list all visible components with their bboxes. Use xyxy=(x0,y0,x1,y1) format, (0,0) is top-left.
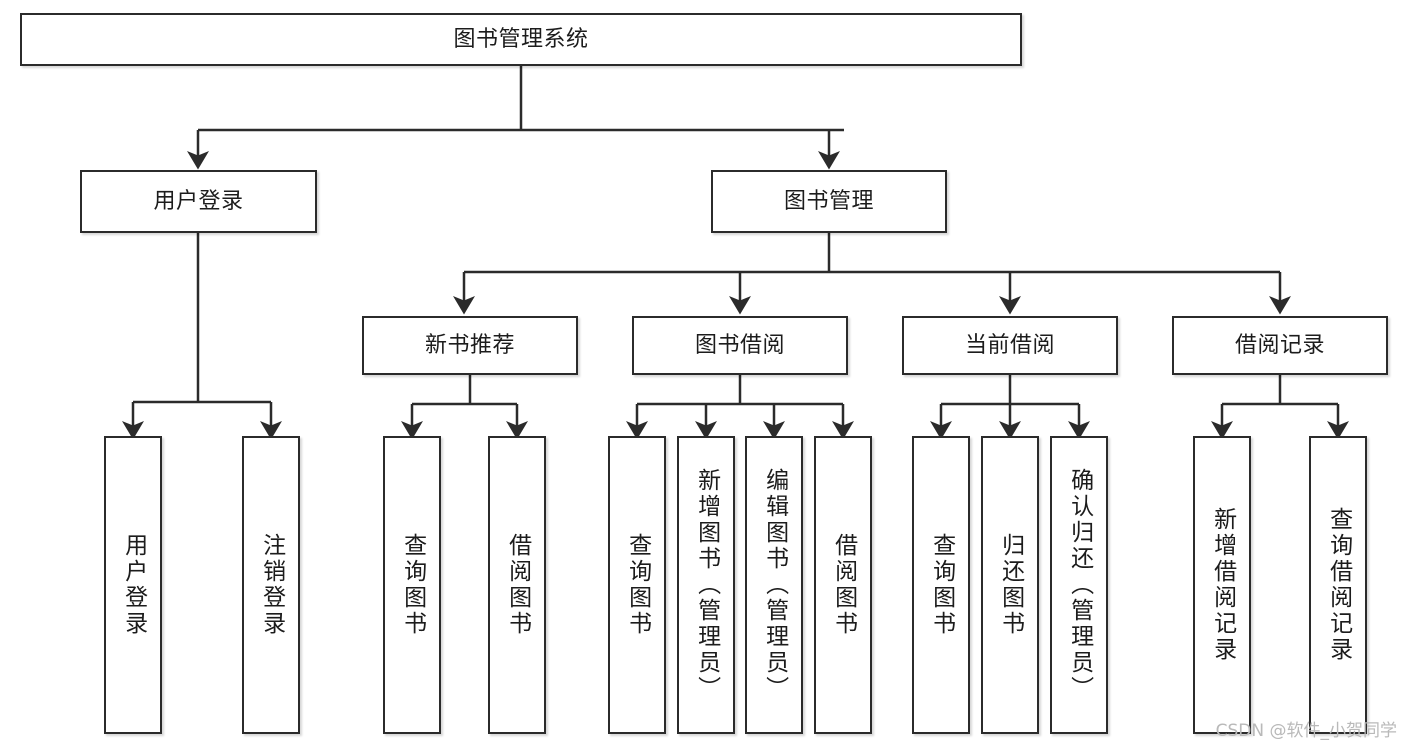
leaf-user-login[interactable]: 用户登录 xyxy=(104,436,162,734)
node-borrow-record[interactable]: 借阅记录 xyxy=(1172,316,1388,375)
leaf-current-query-book-label: 查询图书 xyxy=(928,533,955,637)
leaf-record-add-record[interactable]: 新增借阅记录 xyxy=(1193,436,1251,734)
leaf-user-logout-label: 注销登录 xyxy=(258,533,285,637)
leaf-user-logout[interactable]: 注销登录 xyxy=(242,436,300,734)
node-book-borrow-label: 图书借阅 xyxy=(694,332,785,358)
leaf-borrow-add-book[interactable]: 新增图书（管理员） xyxy=(677,436,735,734)
leaf-newbook-borrow-book[interactable]: 借阅图书 xyxy=(488,436,546,734)
leaf-borrow-query-book[interactable]: 查询图书 xyxy=(608,436,666,734)
leaf-record-query-record[interactable]: 查询借阅记录 xyxy=(1309,436,1367,734)
leaf-newbook-query-book-label: 查询图书 xyxy=(399,533,426,637)
leaf-newbook-query-book[interactable]: 查询图书 xyxy=(383,436,441,734)
node-root-label: 图书管理系统 xyxy=(453,26,589,52)
leaf-record-query-record-label: 查询借阅记录 xyxy=(1325,507,1352,663)
leaf-current-confirm-return[interactable]: 确认归还（管理员） xyxy=(1050,436,1108,734)
node-book-management-label: 图书管理 xyxy=(783,188,874,214)
leaf-borrow-borrow-book[interactable]: 借阅图书 xyxy=(814,436,872,734)
leaf-borrow-borrow-book-label: 借阅图书 xyxy=(830,533,857,637)
leaf-user-login-label: 用户登录 xyxy=(120,533,147,637)
node-book-borrow[interactable]: 图书借阅 xyxy=(632,316,848,375)
leaf-current-return-book[interactable]: 归还图书 xyxy=(981,436,1039,734)
node-root[interactable]: 图书管理系统 xyxy=(20,13,1022,66)
node-new-book-recommend[interactable]: 新书推荐 xyxy=(362,316,578,375)
node-current-borrow-label: 当前借阅 xyxy=(964,332,1055,358)
node-current-borrow[interactable]: 当前借阅 xyxy=(902,316,1118,375)
leaf-current-query-book[interactable]: 查询图书 xyxy=(912,436,970,734)
leaf-current-confirm-return-label: 确认归还（管理员） xyxy=(1066,468,1093,702)
leaf-record-add-record-label: 新增借阅记录 xyxy=(1209,507,1236,663)
leaf-current-return-book-label: 归还图书 xyxy=(997,533,1024,637)
node-borrow-record-label: 借阅记录 xyxy=(1234,332,1325,358)
node-new-book-recommend-label: 新书推荐 xyxy=(424,332,515,358)
leaf-newbook-borrow-book-label: 借阅图书 xyxy=(504,533,531,637)
leaf-borrow-edit-book[interactable]: 编辑图书（管理员） xyxy=(745,436,803,734)
node-user-login-label: 用户登录 xyxy=(153,188,244,214)
leaf-borrow-query-book-label: 查询图书 xyxy=(624,533,651,637)
leaf-borrow-add-book-label: 新增图书（管理员） xyxy=(693,468,720,702)
node-user-login[interactable]: 用户登录 xyxy=(80,170,317,233)
node-book-management[interactable]: 图书管理 xyxy=(711,170,947,233)
leaf-borrow-edit-book-label: 编辑图书（管理员） xyxy=(761,468,788,702)
